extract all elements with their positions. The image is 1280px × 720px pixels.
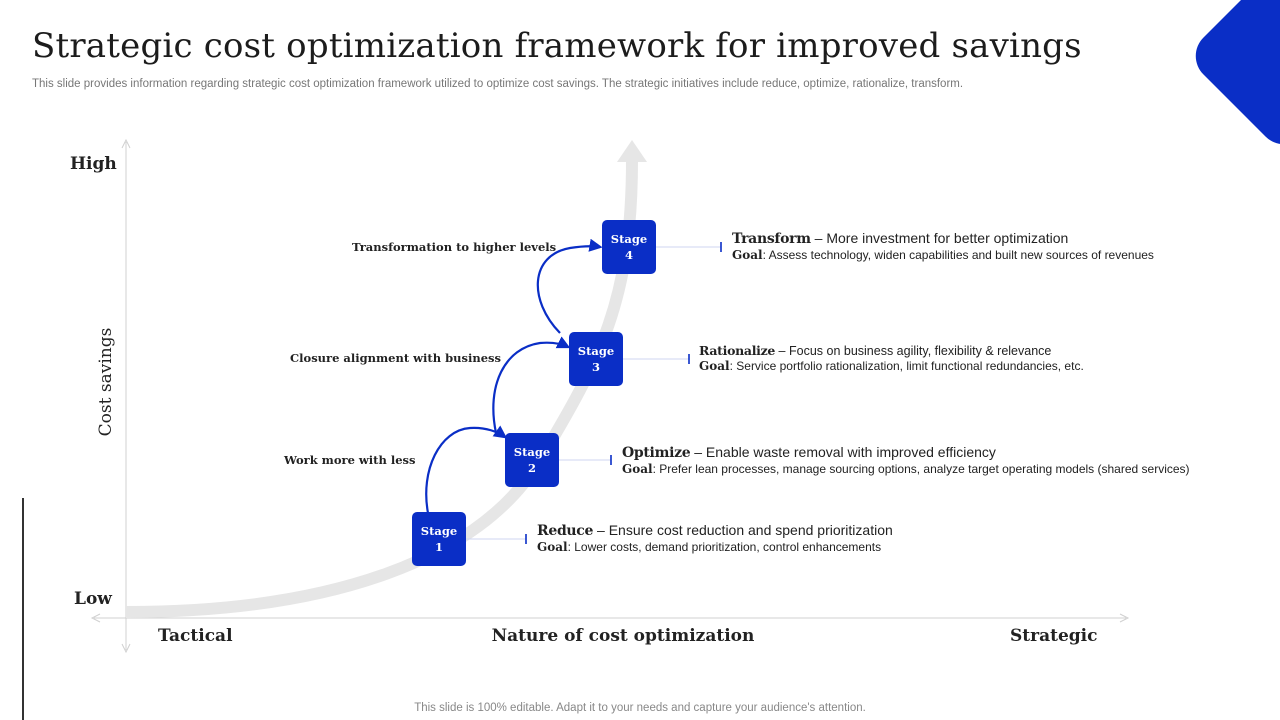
stage-1-summary: – Ensure cost reduction and spend priori… [593,522,893,538]
transition-label-3: Transformation to higher levels [352,240,557,254]
x-axis-arrow-right [1119,613,1130,623]
stage-1-goal: : Lower costs, demand prioritization, co… [567,540,882,554]
axes [90,138,1130,654]
stage-4-label: Stage [610,232,648,246]
connectors [466,242,722,544]
stage-2-name: Optimize [622,445,691,461]
stage-2-summary: – Enable waste removal with improved eff… [690,444,996,460]
stage-4-summary: – More investment for better optimizatio… [810,230,1069,246]
stage-1-number: 1 [434,540,443,554]
y-axis-arrow-bottom [121,643,131,654]
stage-3-summary: – Focus on business agility, flexibility… [775,344,1052,358]
transition-label-1: Work more with less [284,453,416,467]
y-axis-arrow-top [121,138,131,149]
stage-3-label: Stage [577,344,615,358]
stage-2-goal: : Prefer lean processes, manage sourcing… [652,462,1190,476]
stage-1-description: Reduce – Ensure cost reduction and spend… [537,522,893,554]
footer-note: This slide is 100% editable. Adapt it to… [414,702,866,714]
y-axis-low-label: Low [74,589,112,609]
arc-stage1-to-2 [425,425,508,514]
x-axis-right-label: Strategic [1010,626,1098,646]
stage-3-goal-label: Goal [699,359,730,373]
stage-2-label: Stage [513,445,551,459]
arc-stage2-to-3 [492,336,571,434]
y-axis-title: Cost savings [96,327,116,437]
stage-2-goal-label: Goal [622,462,653,476]
arc-stage3-to-4 [536,238,603,334]
page-subtitle: This slide provides information regardin… [32,78,964,90]
stage-1-label: Stage [420,524,458,538]
stage-2-number: 2 [527,461,536,475]
growth-curve-arrowhead [617,140,647,162]
stage-4-number: 4 [624,248,633,262]
x-axis-title: Nature of cost optimization [491,626,755,646]
left-accent-bar [22,498,24,720]
stage-3-box: Stage 3 [569,332,623,386]
stage-3-name: Rationalize [699,343,776,358]
transition-label-2: Closure alignment with business [290,351,501,365]
stage-4-name: Transform [732,231,811,247]
stage-4-box: Stage 4 [602,220,656,274]
stage-4-description: Transform – More investment for better o… [732,230,1154,262]
stage-1-goal-label: Goal [537,540,568,554]
stage-1-box: Stage 1 [412,512,466,566]
stage-2-description: Optimize – Enable waste removal with imp… [622,444,1190,476]
stage-1-name: Reduce [537,523,594,539]
y-axis-high-label: High [70,154,117,174]
x-axis-left-label: Tactical [158,626,233,646]
page-title: Strategic cost optimization framework fo… [32,26,1082,66]
stage-3-number: 3 [591,360,600,374]
stage-4-goal: : Assess technology, widen capabilities … [762,248,1154,262]
stage-3-goal: : Service portfolio rationalization, lim… [729,359,1084,373]
x-axis-arrow-left [90,613,101,623]
stage-4-goal-label: Goal [732,248,763,262]
stage-2-box: Stage 2 [505,433,559,487]
stage-3-description: Rationalize – Focus on business agility,… [699,343,1084,373]
